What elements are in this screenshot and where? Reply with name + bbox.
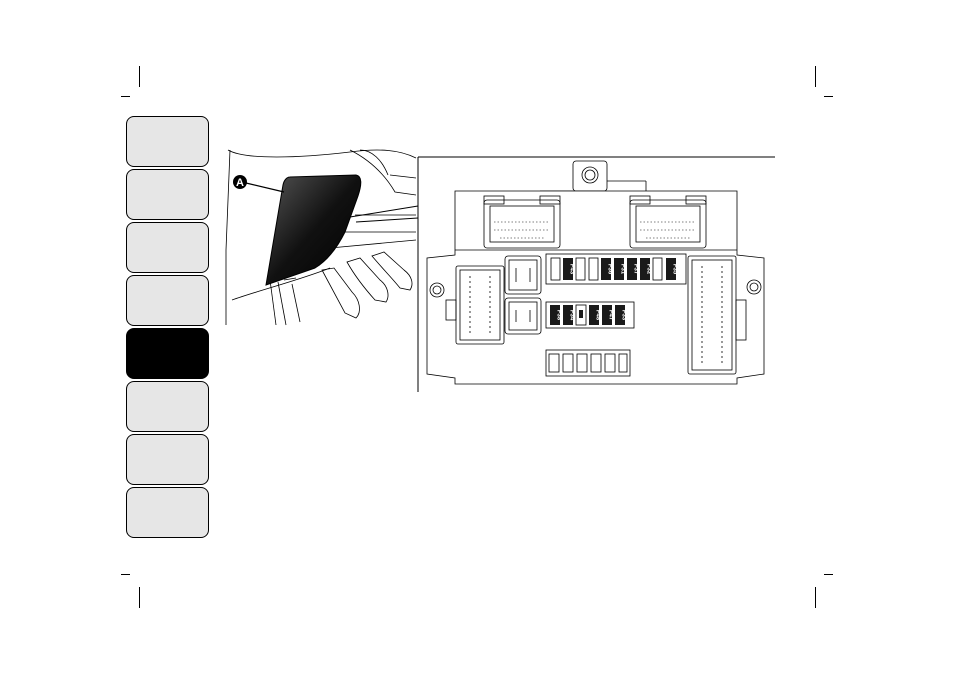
fuse-label: F47 [608, 310, 614, 321]
fuse-label: F34 [569, 310, 575, 321]
fuse: F38 [550, 305, 562, 325]
fuse-row-top: F43 F36 F31 F37 F32 F35 [551, 258, 678, 280]
fuse-slot-empty [589, 258, 598, 280]
fuse-label: F48 [595, 310, 601, 321]
fuse-slot-empty [576, 258, 585, 280]
fuse-label: F33 [621, 310, 627, 321]
fuse-label: F35 [672, 264, 678, 275]
fuse: F34 [563, 305, 575, 325]
fuse-slot-small [576, 305, 586, 325]
fuse-label: F31 [620, 264, 626, 275]
fuse-label: F43 [569, 264, 575, 275]
fuse-label: F36 [607, 264, 613, 275]
fuse: F43 [563, 258, 575, 280]
fuse: F35 [666, 258, 678, 280]
fuse: F48 [589, 305, 601, 325]
fuse: F33 [615, 305, 627, 325]
fuse: F47 [602, 305, 614, 325]
fuse: F32 [640, 258, 652, 280]
fuse-slot-empty [551, 258, 560, 280]
fuse-label: F37 [633, 264, 639, 275]
fuse-slot-empty [653, 258, 662, 280]
fuse: F37 [627, 258, 639, 280]
fuse: F31 [614, 258, 626, 280]
callout-letter: A [236, 177, 244, 189]
fuse-label: F32 [646, 264, 652, 275]
fuse: F36 [601, 258, 613, 280]
callout-a: A [233, 175, 284, 192]
fuse-label: F38 [556, 310, 562, 321]
